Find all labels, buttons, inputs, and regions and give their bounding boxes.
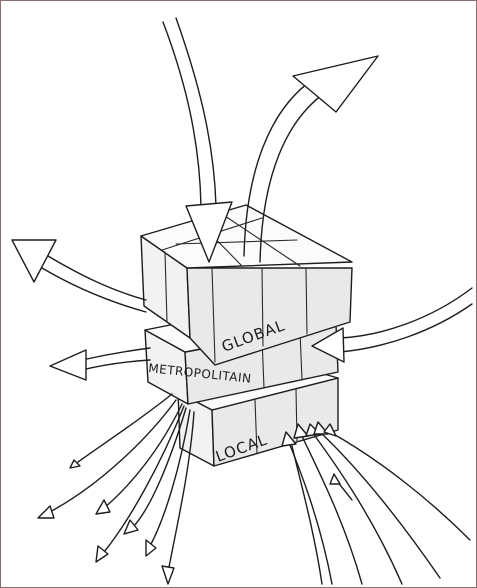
arrow-outbound-top-right <box>243 55 379 263</box>
arrow-outbound-left-upper <box>11 239 147 313</box>
arrow-inbound-top <box>162 17 233 263</box>
local-outbound-arrows <box>37 393 195 585</box>
arrow-inbound-right <box>311 287 473 363</box>
arrow-outbound-left-middle <box>49 347 151 381</box>
local-inbound-arrows <box>281 421 471 585</box>
